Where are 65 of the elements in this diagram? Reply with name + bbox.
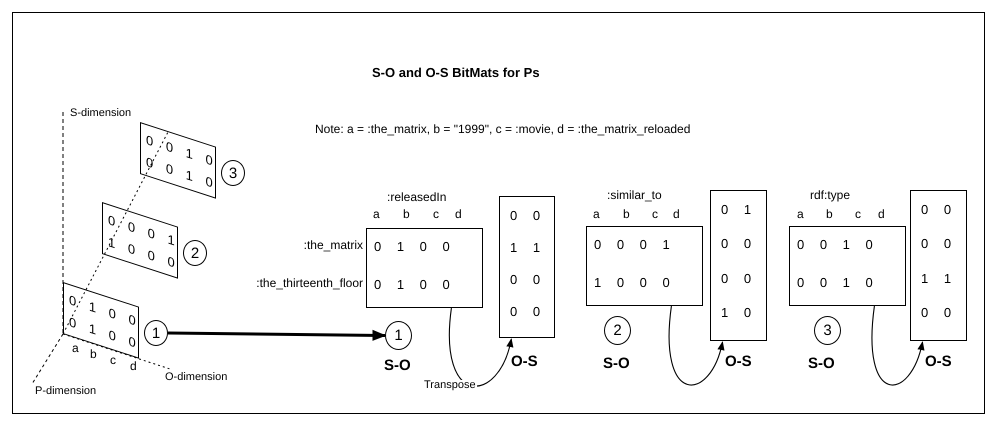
column-label: c xyxy=(855,208,861,220)
matrix-row: 0 0 0 1 xyxy=(594,238,670,251)
column-label: d xyxy=(130,360,137,372)
bitmat-plane xyxy=(63,282,139,359)
column-label: a xyxy=(593,208,600,220)
matrix-row: 0 0 xyxy=(921,237,952,250)
matrix-row: 0 1 0 0 xyxy=(374,278,450,291)
matrix-box xyxy=(910,190,967,341)
matrix-row: 0 1 xyxy=(721,203,752,216)
matrix-row: 1 1 xyxy=(510,241,540,254)
circled-number: 1 xyxy=(144,320,168,346)
axis-label: P-dimension xyxy=(35,386,96,397)
bitmat-plane xyxy=(140,122,216,199)
matrix-heading: rdf:type xyxy=(810,189,850,201)
matrix-caption: O-S xyxy=(725,354,752,369)
matrix-heading: :similar_to xyxy=(607,189,662,201)
matrix-row: 0 0 xyxy=(510,209,540,222)
column-label: b xyxy=(623,208,630,220)
axis-label: O-dimension xyxy=(165,372,228,383)
axis-label: S-dimension xyxy=(70,108,132,119)
arrow xyxy=(168,330,386,341)
circled-number: 3 xyxy=(814,316,841,345)
diagram-title: S-O and O-S BitMats for Ps xyxy=(372,66,540,79)
matrix-row: 1 0 xyxy=(721,306,752,319)
note-text: Note: a = :the_matrix, b = "1999", c = :movie, d = :the_matrix_reloaded xyxy=(315,123,690,135)
column-label: d xyxy=(673,208,680,220)
matrix-row: 0 0 1 0 xyxy=(797,276,873,289)
circled-number: 2 xyxy=(604,316,631,345)
matrix-row: 0 0 xyxy=(721,237,752,250)
column-label: d xyxy=(455,208,462,220)
matrix-box xyxy=(499,196,555,338)
circled-number: 2 xyxy=(183,240,207,266)
matrix-row: 0 0 xyxy=(921,306,952,319)
arrow xyxy=(448,308,513,386)
column-label: b xyxy=(90,348,97,360)
matrix-row: 0 0 xyxy=(921,203,952,216)
matrix-caption: S-O xyxy=(808,356,835,371)
matrix-row: 0 0 xyxy=(721,272,752,284)
column-label: d xyxy=(878,208,885,220)
edge-label: Transpose xyxy=(423,380,477,391)
matrix-caption: S-O xyxy=(384,358,411,373)
matrix-caption: O-S xyxy=(511,354,538,369)
column-label: a xyxy=(373,208,380,220)
column-label: a xyxy=(797,208,804,220)
arrow xyxy=(872,306,924,386)
arrow xyxy=(668,306,724,386)
column-label: b xyxy=(826,208,833,220)
matrix-row: 0 0 xyxy=(510,305,540,318)
column-label: b xyxy=(403,208,410,220)
matrix-box xyxy=(710,190,767,341)
bitmat-plane xyxy=(102,202,178,279)
column-label: c xyxy=(652,208,658,220)
matrix-row: 0 0 xyxy=(510,273,540,286)
matrix-row: 1 0 0 0 xyxy=(594,276,670,289)
matrix-heading: :releasedIn xyxy=(387,191,446,203)
circled-number: 1 xyxy=(385,321,412,350)
matrix-row: 1 1 xyxy=(921,272,952,284)
matrix-row: 0 1 0 0 xyxy=(374,240,450,253)
matrix-row: 0 0 1 0 xyxy=(797,238,873,251)
circled-number: 3 xyxy=(221,160,245,186)
column-label: c xyxy=(110,354,116,366)
column-label: c xyxy=(433,208,439,220)
column-label: a xyxy=(72,342,79,354)
matrix-caption: S-O xyxy=(603,356,630,371)
matrix-caption: O-S xyxy=(925,354,952,369)
